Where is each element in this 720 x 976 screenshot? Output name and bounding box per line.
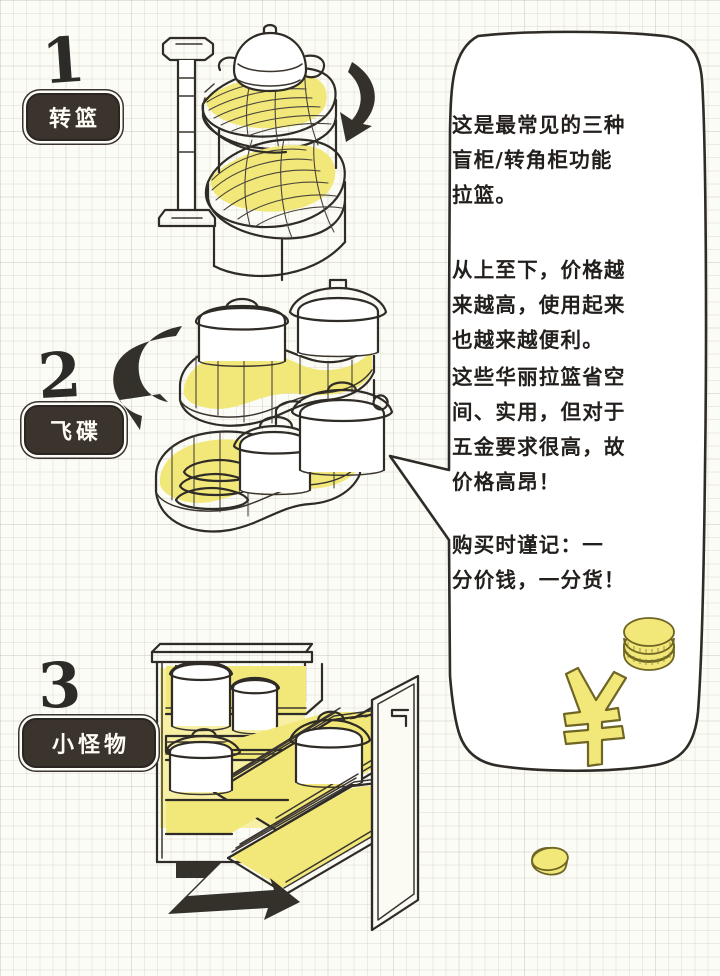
carousel-post: [157, 36, 217, 228]
badge-step-1-label: 转篮: [48, 107, 101, 132]
speech-bubble-outline: [388, 30, 708, 773]
carousel-lower-shelf: [204, 138, 347, 240]
step-number-1: 1: [39, 22, 88, 99]
illustration-flying-saucer: [154, 278, 394, 533]
carousel-wire-rails: [201, 114, 347, 282]
coin-stack-icon: [623, 617, 675, 671]
badge-step-1[interactable]: 转篮: [26, 93, 120, 141]
arrow-step-1: [340, 62, 375, 142]
badge-step-3-label: 小怪物: [51, 733, 130, 758]
bubble-paragraph-3: 这些华丽拉篮省空 间、实用，但对于 五金要求很高，故 价格高昂！: [452, 365, 626, 494]
arrow-step-3: [168, 862, 300, 920]
step-number-2: 2: [36, 337, 83, 414]
yen-currency-icon: [562, 666, 628, 768]
saucer-center-arm: [274, 378, 376, 426]
badge-step-3[interactable]: 小怪物: [22, 718, 156, 768]
pot-upper-right: [288, 278, 388, 358]
illustration-magic-corner: [150, 642, 420, 932]
bubble-paragraph-2: 从上至下，价格越 来越高，使用起来 也越来越便利。: [452, 258, 626, 352]
single-coin-icon: [531, 846, 569, 876]
illustration-rotating-basket: [157, 23, 347, 282]
badge-step-2[interactable]: 飞碟: [24, 405, 124, 455]
bubble-paragraph-4: 购买时谨记：一 分价钱，一分货！: [452, 533, 626, 592]
pot-lower-right: [290, 381, 394, 476]
badge-step-2-label: 飞碟: [49, 420, 102, 445]
cabinet-door: [370, 674, 420, 932]
bubble-paragraph-1: 这是最常见的三种 盲柜/转角柜功能 拉篮。: [452, 113, 626, 207]
arrow-step-2: [113, 326, 182, 430]
teapot: [217, 23, 326, 93]
pot-upper-left: [194, 297, 290, 367]
cabinet-middle-tray: [164, 702, 396, 832]
step-number-3: 3: [36, 648, 83, 723]
